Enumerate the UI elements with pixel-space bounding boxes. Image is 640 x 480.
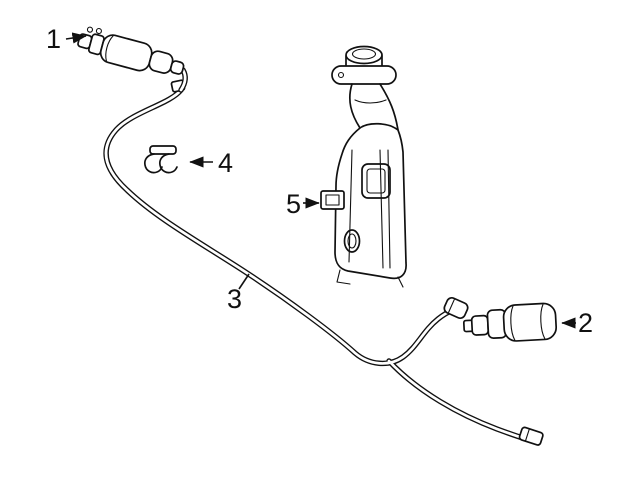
filler-neck-left [349,83,361,129]
hose-clip [143,145,178,174]
callout-4-label: 4 [218,148,233,178]
reservoir-body [334,122,407,280]
hose-branch-outline [386,358,526,441]
neck-seam [354,99,387,104]
callout-5: 5 [286,189,320,219]
end-fitting-seam [524,429,530,442]
hose-end-fitting [518,426,544,446]
washer-reservoir [320,45,407,288]
callout-3: 3 [227,273,250,314]
body-panel [361,163,391,199]
filler-cap-ring-inner [351,48,377,60]
callout-1-arrow [65,32,87,44]
washer-pump-1 [77,26,185,75]
pump-1-mid-section [148,50,174,74]
reservoir-bracket [320,190,345,210]
body-ridge-2 [387,149,391,269]
hose-branch-core [387,359,525,440]
end-cap-seam [448,299,455,313]
hose-main-core [104,88,455,365]
pump-2-cylinder [502,302,558,342]
clip-loop-right [158,153,178,174]
callout-3-label: 3 [227,284,242,314]
pump-1-nub-2 [95,27,102,35]
pump-1-nub-1 [86,26,94,33]
callout-2-label: 2 [578,308,593,338]
body-ridge-3 [348,149,353,263]
body-port-inner [347,233,357,249]
reservoir-bracket-inner [325,194,340,206]
clip-tab [149,145,177,155]
washer-hose [103,79,544,446]
pump-1-cylinder-seam [105,35,114,62]
hose-end-cap [443,296,469,320]
collar-hole [337,71,345,79]
filler-neck-right [379,83,399,131]
neck-collar [331,65,397,85]
pump-1-cylinder [99,34,153,72]
body-panel-inner [366,168,386,194]
bottom-tab-right [397,276,404,288]
filler-cap-ring [345,45,383,65]
callout-1-label: 1 [46,24,61,54]
pump-2-nozzle-head [470,314,490,336]
clip-loop-left [143,153,163,174]
callout-2: 2 [561,308,593,338]
callout-4: 4 [189,148,233,178]
callout-1: 1 [46,24,87,54]
pump-2-seam-2 [540,303,546,340]
pump-1-end-section [169,60,185,75]
callout-3-leader [238,273,250,290]
bottom-tab-left [336,269,351,285]
body-ridge-1 [379,149,384,269]
body-port [343,229,361,253]
callout-5-label: 5 [286,189,301,219]
pump-2-seam-1 [510,305,516,341]
washer-pump-2 [462,302,558,342]
pump-1-elbow-core [179,68,187,92]
